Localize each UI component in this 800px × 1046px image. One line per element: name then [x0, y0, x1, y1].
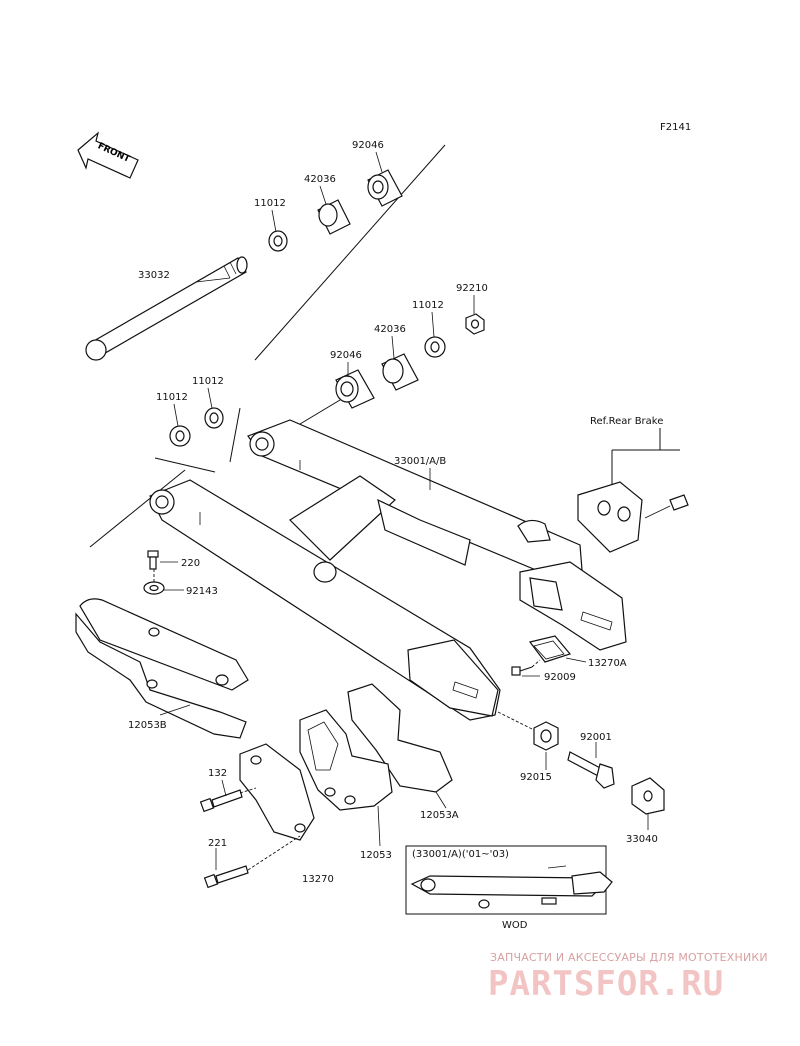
label-92143: 92143 [186, 586, 218, 597]
part-12053A-guide-icon [347, 683, 453, 793]
label-33001: 33001/A/B [394, 456, 446, 467]
label-11012-middle: 11012 [412, 300, 444, 311]
ref-rear-brake-label: Ref.Rear Brake [590, 416, 663, 427]
part-11012-upper-icon [268, 230, 288, 252]
part-92046-upper-icon [367, 169, 403, 207]
part-42036-upper-icon [317, 199, 351, 235]
part-132-bolt-icon [199, 789, 243, 813]
part-92001-bolt-icon [567, 751, 615, 789]
watermark-text: ЗАПЧАСТИ И АКСЕССУАРЫ ДЛЯ МОТОТЕХНИКИ [490, 951, 768, 964]
label-11012-left-b: 11012 [156, 392, 188, 403]
part-12053-guide-icon [299, 709, 393, 811]
part-92009-screw-icon [511, 666, 533, 676]
part-13270-plate-icon [239, 743, 315, 841]
part-11012-left-b-icon [169, 425, 191, 447]
part-33001-swingarm-icon [149, 419, 627, 721]
part-92046-lower-icon [335, 369, 375, 409]
label-33040: 33040 [626, 834, 658, 845]
part-92143-washer-icon [143, 581, 165, 595]
figure-code: F2141 [660, 122, 691, 133]
label-92009: 92009 [544, 672, 576, 683]
part-92015-nut-icon [533, 721, 559, 751]
part-92210-nut-icon [465, 313, 485, 335]
part-33040-block-icon [631, 777, 665, 815]
label-leader-lines [159, 151, 649, 870]
label-92046-upper: 92046 [352, 140, 384, 151]
part-42036-lower-icon [381, 353, 419, 391]
part-13270A-plate-icon [528, 635, 572, 663]
label-42036-upper: 42036 [304, 174, 336, 185]
label-12053B: 12053B [128, 720, 167, 731]
rear-brake-bracket-icon [577, 481, 689, 553]
label-92210: 92210 [456, 283, 488, 294]
label-42036-lower: 42036 [374, 324, 406, 335]
inset-title: (33001/A)('01~'03) [412, 849, 509, 860]
label-11012-left-a: 11012 [192, 376, 224, 387]
label-221: 221 [208, 838, 227, 849]
part-11012-middle-icon [424, 336, 446, 358]
inset-caption: WOD [502, 920, 528, 931]
watermark-logo: PARTSFOR.RU [488, 964, 725, 1004]
label-12053A: 12053A [420, 810, 459, 821]
label-12053: 12053 [360, 850, 392, 861]
label-13270A: 13270A [588, 658, 627, 669]
part-220-screw-icon [147, 550, 159, 570]
label-220: 220 [181, 558, 200, 569]
label-92001: 92001 [580, 732, 612, 743]
part-11012-left-a-icon [204, 407, 224, 429]
label-92046-lower: 92046 [330, 350, 362, 361]
label-92015: 92015 [520, 772, 552, 783]
label-11012-upper: 11012 [254, 198, 286, 209]
label-33032: 33032 [138, 270, 170, 281]
label-132: 132 [208, 768, 227, 779]
label-13270: 13270 [302, 874, 334, 885]
dashed-assembly-lines [153, 569, 541, 871]
front-arrow-icon: FRONT [77, 131, 139, 179]
inset-swingarm-icon [410, 865, 613, 909]
part-33032-pivot-shaft-icon [85, 256, 248, 361]
part-12053B-chain-slider-icon [75, 598, 249, 739]
part-221-bolt-icon [203, 865, 249, 889]
inset-box: (33001/A)('01~'03) WOD [405, 845, 613, 931]
pivot-guide-lines [89, 144, 446, 548]
